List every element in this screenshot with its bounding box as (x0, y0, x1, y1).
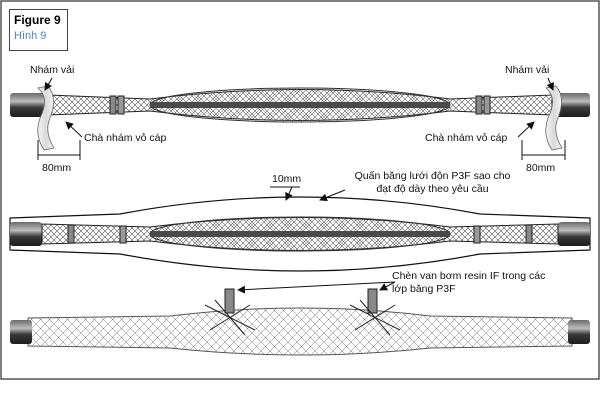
clamp-mid-right-1 (473, 225, 481, 244)
clamp-mid-right-2 (525, 224, 533, 244)
valve-note-line1: Chèn van bơm resin IF trong các (392, 270, 546, 282)
leader-wrap-note (319, 189, 346, 202)
valve-hatch-right (349, 299, 401, 336)
top-cable-assembly (10, 77, 590, 160)
clamp-left-2 (117, 95, 125, 115)
clamp-right-1 (475, 95, 483, 115)
bottom-cable-assembly (10, 281, 590, 356)
p3f-mesh-body (27, 307, 573, 356)
cable-end-left (10, 93, 48, 117)
cable-end-right-mid (558, 222, 590, 246)
figure-subtitle: Hình 9 (14, 30, 47, 42)
resin-valve-left (224, 288, 235, 314)
cable-end-left-mid (10, 222, 42, 246)
figure-title: Figure 9 (14, 13, 61, 27)
wrap-note-line1: Quấn băng lưới độn P3F sao cho (354, 170, 511, 182)
clamp-mid-left-1 (67, 224, 75, 244)
valve-hatch-left (204, 299, 256, 336)
leader-10mm (285, 186, 293, 201)
core-conductor-mid (150, 231, 450, 237)
sandcloth-left-graphic (37, 85, 55, 151)
middle-cable-assembly (9, 186, 591, 272)
label-dim-left: 80mm (42, 162, 72, 174)
leader-jacket-right (517, 121, 535, 138)
valve-note-line2: lớp băng P3F (392, 283, 456, 295)
wrap-note-line2: đạt độ dày theo yêu cầu (376, 183, 489, 195)
label-sand-jacket-left: Chà nhám vỏ cáp (84, 132, 167, 144)
leader-sandcloth-right (546, 77, 554, 91)
label-sand-jacket-right: Chà nhám vỏ cáp (425, 132, 508, 144)
clamp-mid-left-2 (119, 225, 127, 244)
core-conductor (150, 102, 450, 108)
leader-valve-right (379, 281, 396, 291)
label-valve-note: Chèn van bơm resin IF trong các lớp băng… (392, 270, 582, 296)
cable-end-left-bottom (10, 320, 32, 344)
label-sandcloth-left: Nhám vải (30, 64, 75, 76)
label-10mm: 10mm (272, 173, 302, 185)
resin-valve-right (367, 288, 378, 314)
leader-sandcloth-left (44, 77, 53, 91)
clamp-right-2 (483, 95, 491, 115)
leader-jacket-left (65, 121, 83, 138)
label-wrap-note: Quấn băng lưới độn P3F sao cho đạt độ dà… (340, 170, 525, 196)
sandcloth-right-graphic (545, 85, 563, 151)
label-sandcloth-right: Nhám vải (505, 64, 550, 76)
figure-title-box: Figure 9 Hình 9 (9, 9, 68, 51)
cable-end-right-bottom (568, 320, 590, 344)
clamp-left-1 (109, 95, 117, 115)
leader-valve-left (237, 281, 396, 294)
label-dim-right: 80mm (526, 162, 556, 174)
